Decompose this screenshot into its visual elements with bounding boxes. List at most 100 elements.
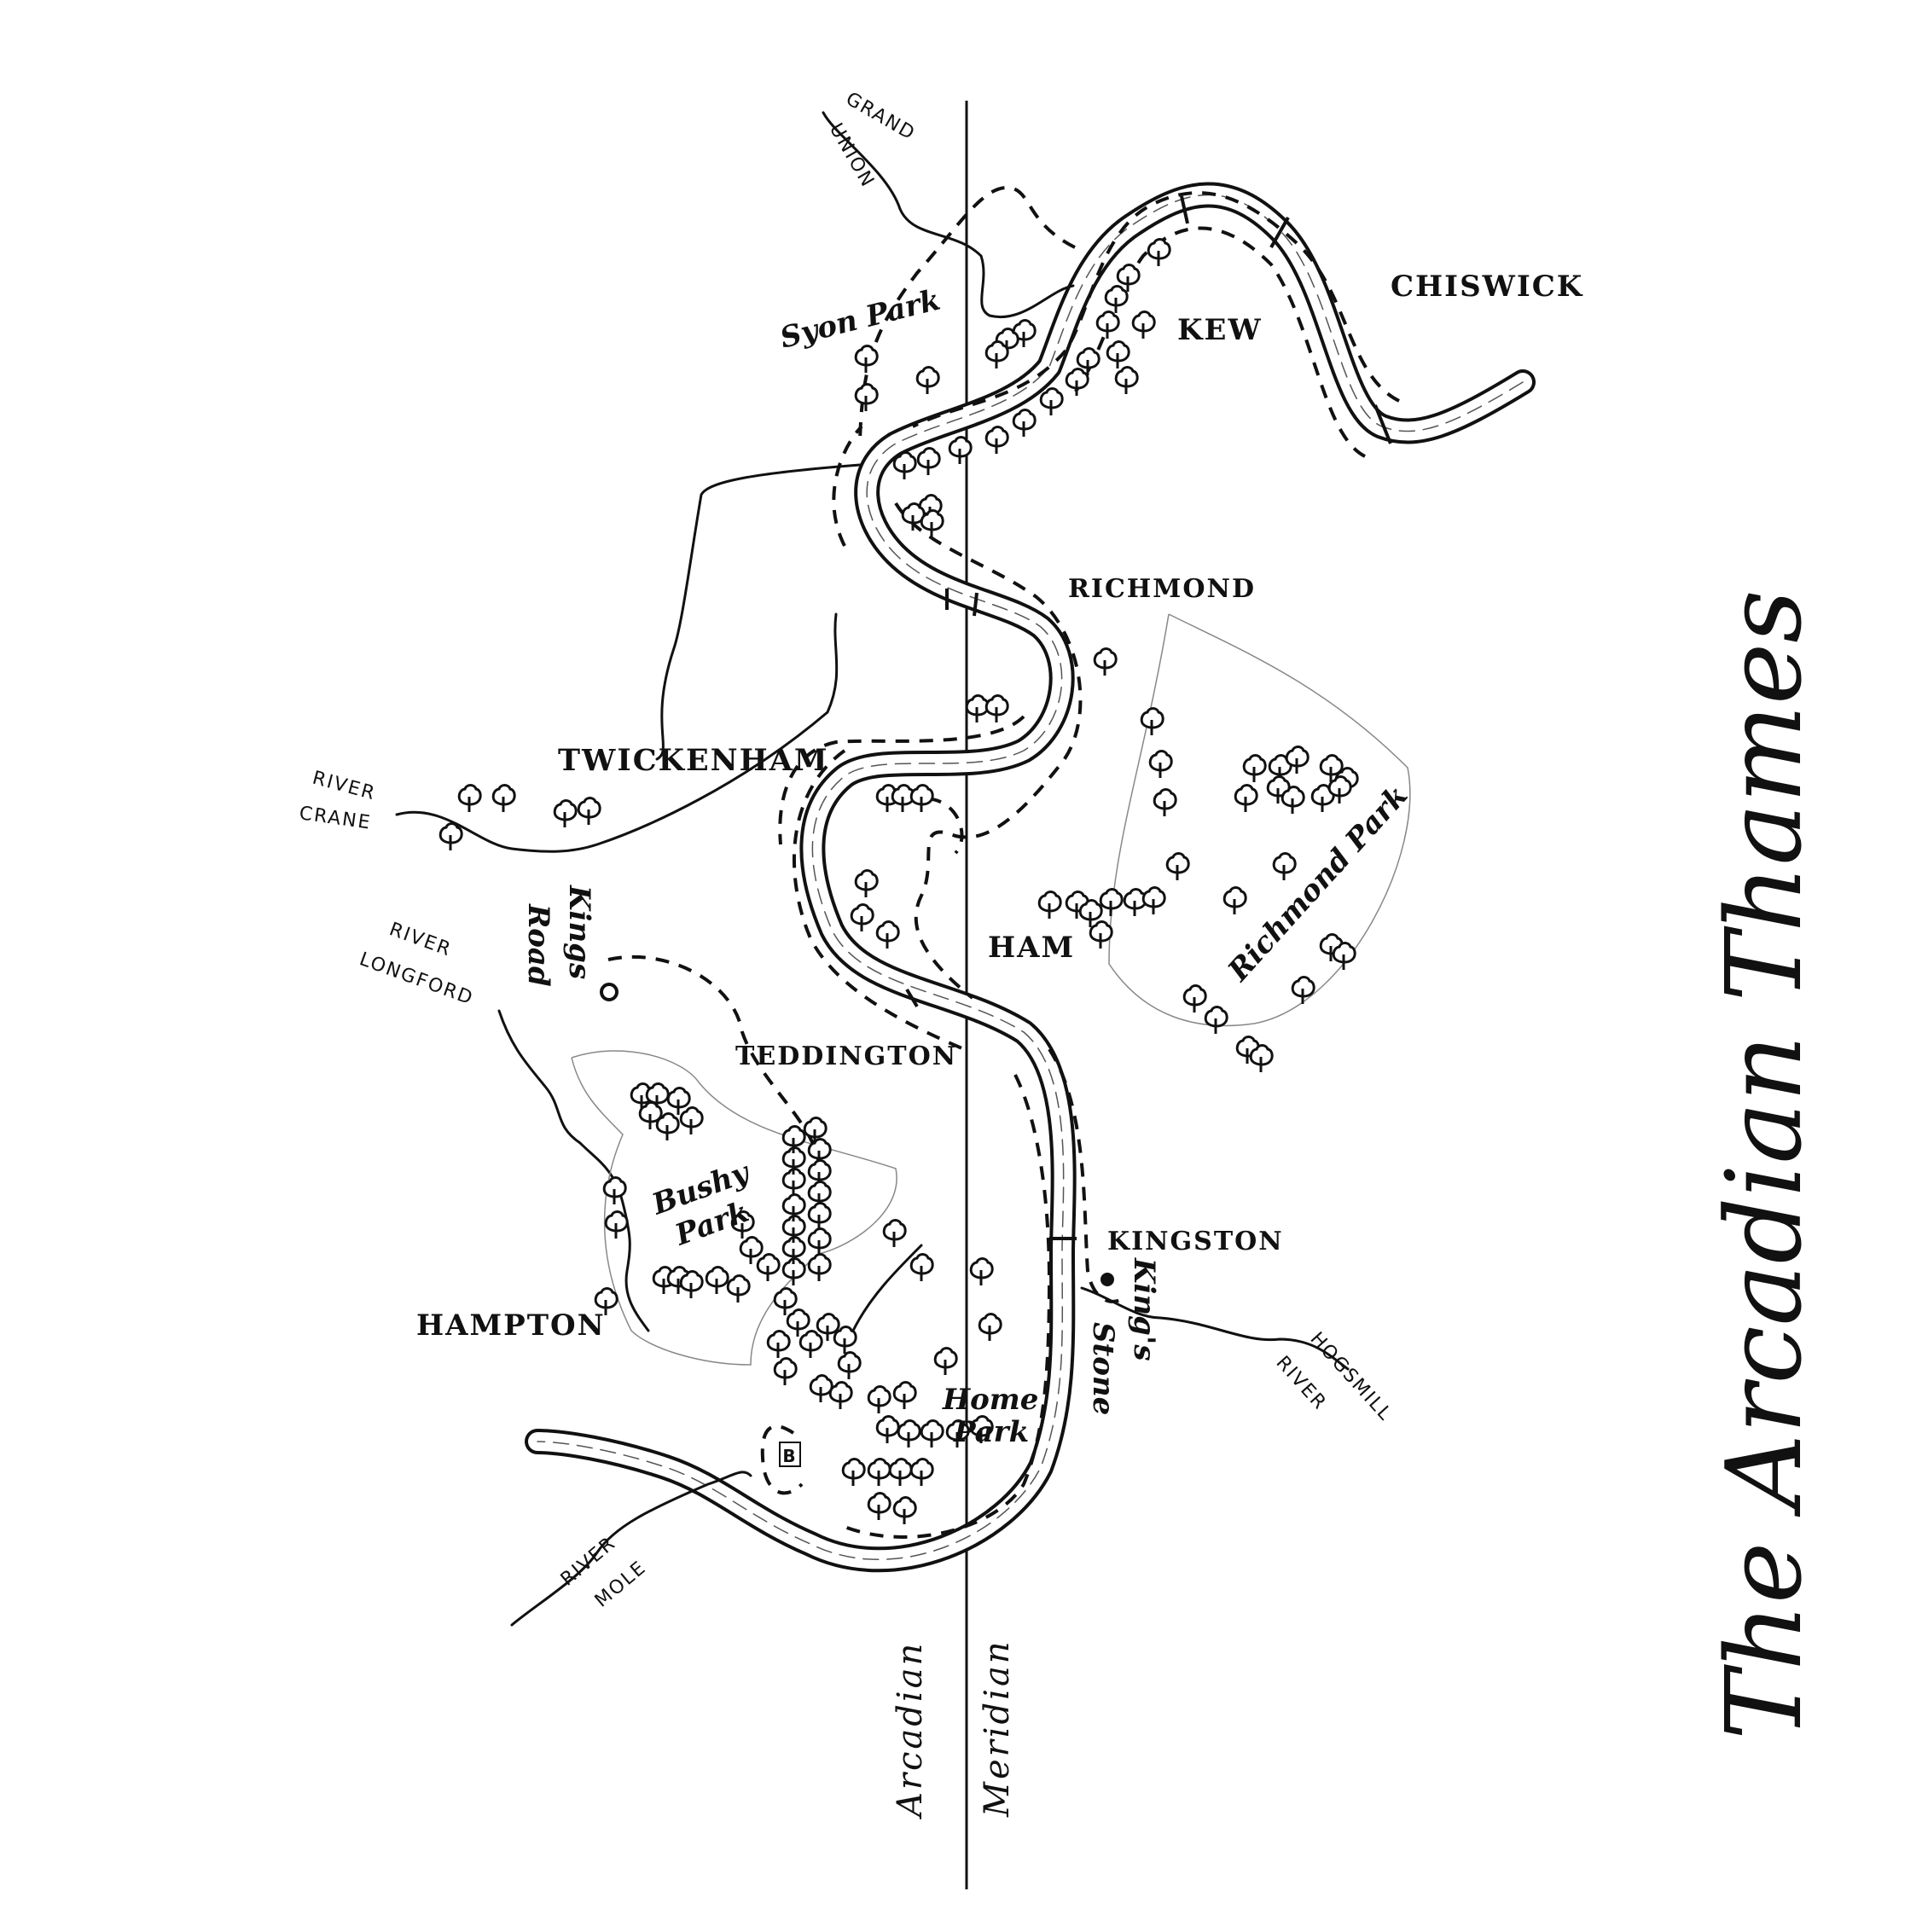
river-mole-line	[510, 1471, 752, 1627]
label-hogsmill-river: RIVER	[1272, 1352, 1331, 1414]
tree-icon	[909, 1458, 934, 1486]
label-meridian-arcadian: Arcadian	[891, 1641, 930, 1820]
b-marker-label: B	[782, 1446, 797, 1466]
tree-icon	[867, 1458, 891, 1486]
tree-icon	[645, 1082, 670, 1111]
towpath-west-loop	[832, 425, 863, 547]
tree-icon	[1037, 891, 1062, 919]
label-kings-stone-2: Stone	[1086, 1322, 1120, 1415]
tree-icon	[491, 784, 516, 812]
tree-icon	[875, 920, 900, 949]
tree-icon	[1106, 340, 1130, 368]
kings-stone-marker-dot-icon	[1100, 1273, 1114, 1286]
tree-icon	[1291, 976, 1315, 1004]
tree-icon	[1280, 786, 1305, 814]
tree-icon	[1153, 788, 1177, 816]
tree-icon	[909, 1253, 934, 1281]
tree-icon	[1089, 920, 1113, 949]
tree-icon	[882, 1219, 907, 1247]
richmond-park-outline	[1108, 613, 1411, 1027]
tree-icon	[1095, 310, 1120, 339]
tree-icon	[1141, 886, 1166, 914]
tree-icon	[854, 345, 879, 373]
tree-icon	[1116, 264, 1141, 292]
feature-labels: Kings Road King's Stone	[521, 885, 1161, 1415]
tree-icon	[1165, 852, 1190, 880]
tributaries	[395, 111, 1350, 1627]
tree-icon	[457, 784, 482, 812]
tree-icon	[553, 799, 578, 827]
tree-icon	[1076, 347, 1100, 375]
tree-icon	[892, 1496, 917, 1524]
tree-icon	[1093, 647, 1118, 676]
tree-icon	[850, 903, 874, 931]
label-river-crane-2: CRANE	[298, 803, 373, 834]
label-syon-park: Syon Park	[777, 283, 944, 356]
tree-icon	[920, 1419, 944, 1448]
tree-icon	[781, 1168, 806, 1196]
tree-icon	[773, 1357, 798, 1385]
tree-icon	[1114, 366, 1139, 394]
towpath-kingston	[844, 1074, 1052, 1539]
tree-icon	[1234, 784, 1258, 812]
bridges	[905, 195, 1392, 1240]
towpath-kew-gardens	[903, 797, 964, 855]
tree-icon	[1272, 852, 1297, 880]
tree-icon	[1065, 368, 1089, 396]
tree-icon	[915, 366, 940, 394]
tree-icon	[781, 1146, 806, 1175]
label-union: UNION	[825, 120, 879, 192]
tree-icon	[1012, 319, 1037, 347]
tree-icon	[730, 1210, 755, 1239]
bridge-kew	[1269, 217, 1290, 248]
tree-icon	[837, 1351, 862, 1379]
tree-icon	[739, 1236, 764, 1264]
b-marker-box	[779, 1442, 801, 1467]
kings-road-marker-dot-icon	[600, 983, 618, 1001]
tree-icon	[756, 1253, 781, 1281]
tree-icon	[666, 1087, 691, 1115]
tree-icon	[1123, 888, 1147, 916]
tree-icon	[1327, 775, 1352, 804]
tree-icon	[1285, 746, 1310, 774]
tree-icon	[984, 426, 1009, 454]
river-crane-line	[395, 612, 839, 853]
tree-icon	[809, 1374, 833, 1402]
tree-icon	[1039, 387, 1064, 415]
tree-icon	[1078, 899, 1103, 927]
tree-icon	[807, 1253, 832, 1281]
tree-icon	[965, 694, 990, 722]
bridge-teddington	[905, 988, 919, 1008]
tree-icon	[773, 1287, 798, 1315]
tree-icon	[948, 436, 973, 464]
bushy-pond	[851, 1244, 923, 1332]
tree-icon	[901, 502, 926, 531]
towpath-kings-road	[607, 954, 821, 1169]
tree-icon	[892, 451, 917, 479]
river-thames	[525, 182, 1536, 1573]
tree-icon	[807, 1202, 832, 1230]
tree-icon	[1099, 888, 1124, 916]
label-ham: HAM	[988, 931, 1075, 965]
tree-icon	[803, 1117, 828, 1145]
label-river-longford-2: LONGFORD	[357, 949, 477, 1010]
label-hampton: HAMPTON	[416, 1308, 606, 1343]
tree-icon	[798, 1330, 823, 1358]
tree-icon	[594, 1287, 618, 1315]
tree-icon	[638, 1101, 663, 1129]
tree-icon	[781, 1257, 806, 1285]
label-home: Home	[942, 1383, 1038, 1417]
tree-icon	[1249, 1044, 1274, 1072]
towpath-east-kingston	[1048, 1047, 1128, 1303]
tree-icon	[807, 1159, 832, 1187]
tree-icon	[891, 784, 915, 812]
label-teddington: TEDDINGTON	[735, 1041, 957, 1071]
towpath-hampton-court	[760, 1424, 804, 1495]
tree-icon	[1104, 285, 1129, 313]
tree-icon	[786, 1308, 810, 1337]
bridge-chiswick-north	[1180, 195, 1189, 224]
label-kingston: KINGSTON	[1107, 1227, 1284, 1256]
tree-icon	[1242, 754, 1267, 782]
